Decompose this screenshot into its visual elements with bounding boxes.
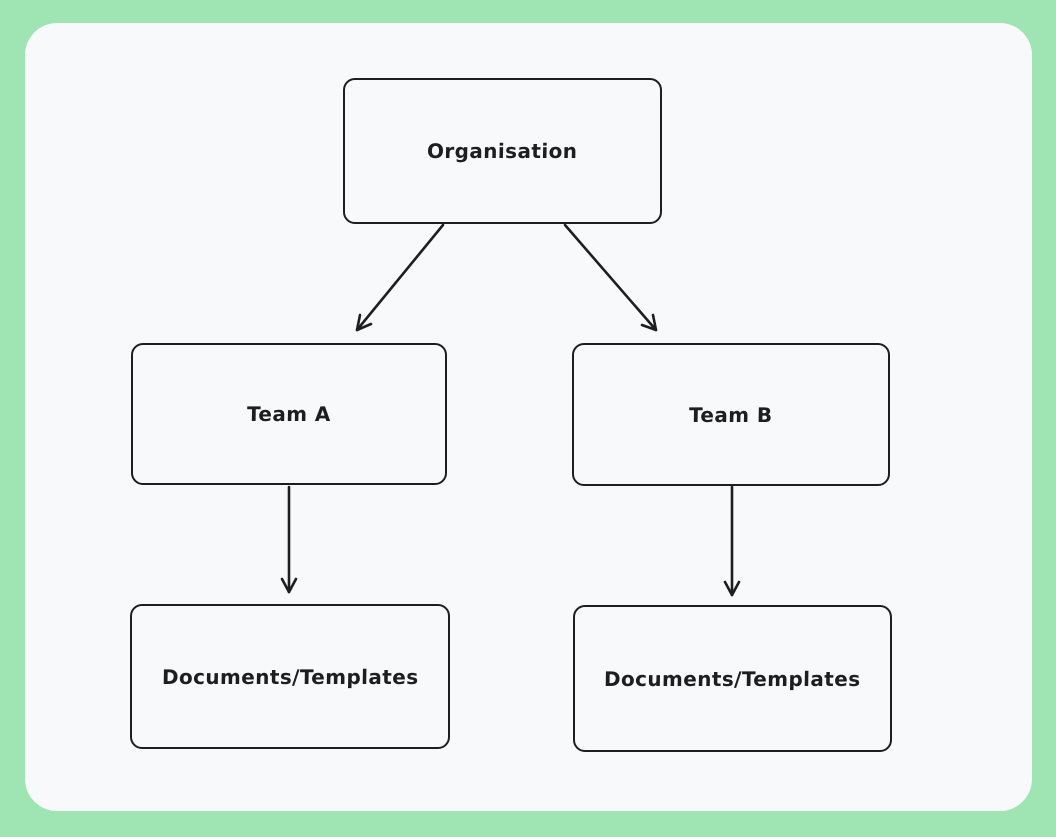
node-organisation-label: Organisation xyxy=(427,139,578,163)
node-documents-templates-a-label: Documents/Templates xyxy=(161,664,419,689)
node-team-b[interactable]: Team B xyxy=(572,343,890,486)
node-documents-templates-b[interactable]: Documents/Templates xyxy=(573,605,892,752)
arrow-organisation-to-team-b[interactable] xyxy=(563,223,658,332)
node-team-a[interactable]: Team A xyxy=(131,343,447,485)
node-documents-templates-a[interactable]: Documents/Templates xyxy=(130,604,450,749)
whiteboard-canvas[interactable] xyxy=(25,23,1032,811)
node-organisation[interactable]: Organisation xyxy=(343,78,662,224)
arrow-team-b-to-docs-b[interactable] xyxy=(723,485,741,597)
node-documents-templates-b-label: Documents/Templates xyxy=(604,666,861,691)
node-team-a-label: Team A xyxy=(246,402,332,426)
arrow-team-a-to-docs-a[interactable] xyxy=(280,485,298,594)
node-team-b-label: Team B xyxy=(689,402,773,427)
arrow-organisation-to-team-a[interactable] xyxy=(355,223,445,332)
